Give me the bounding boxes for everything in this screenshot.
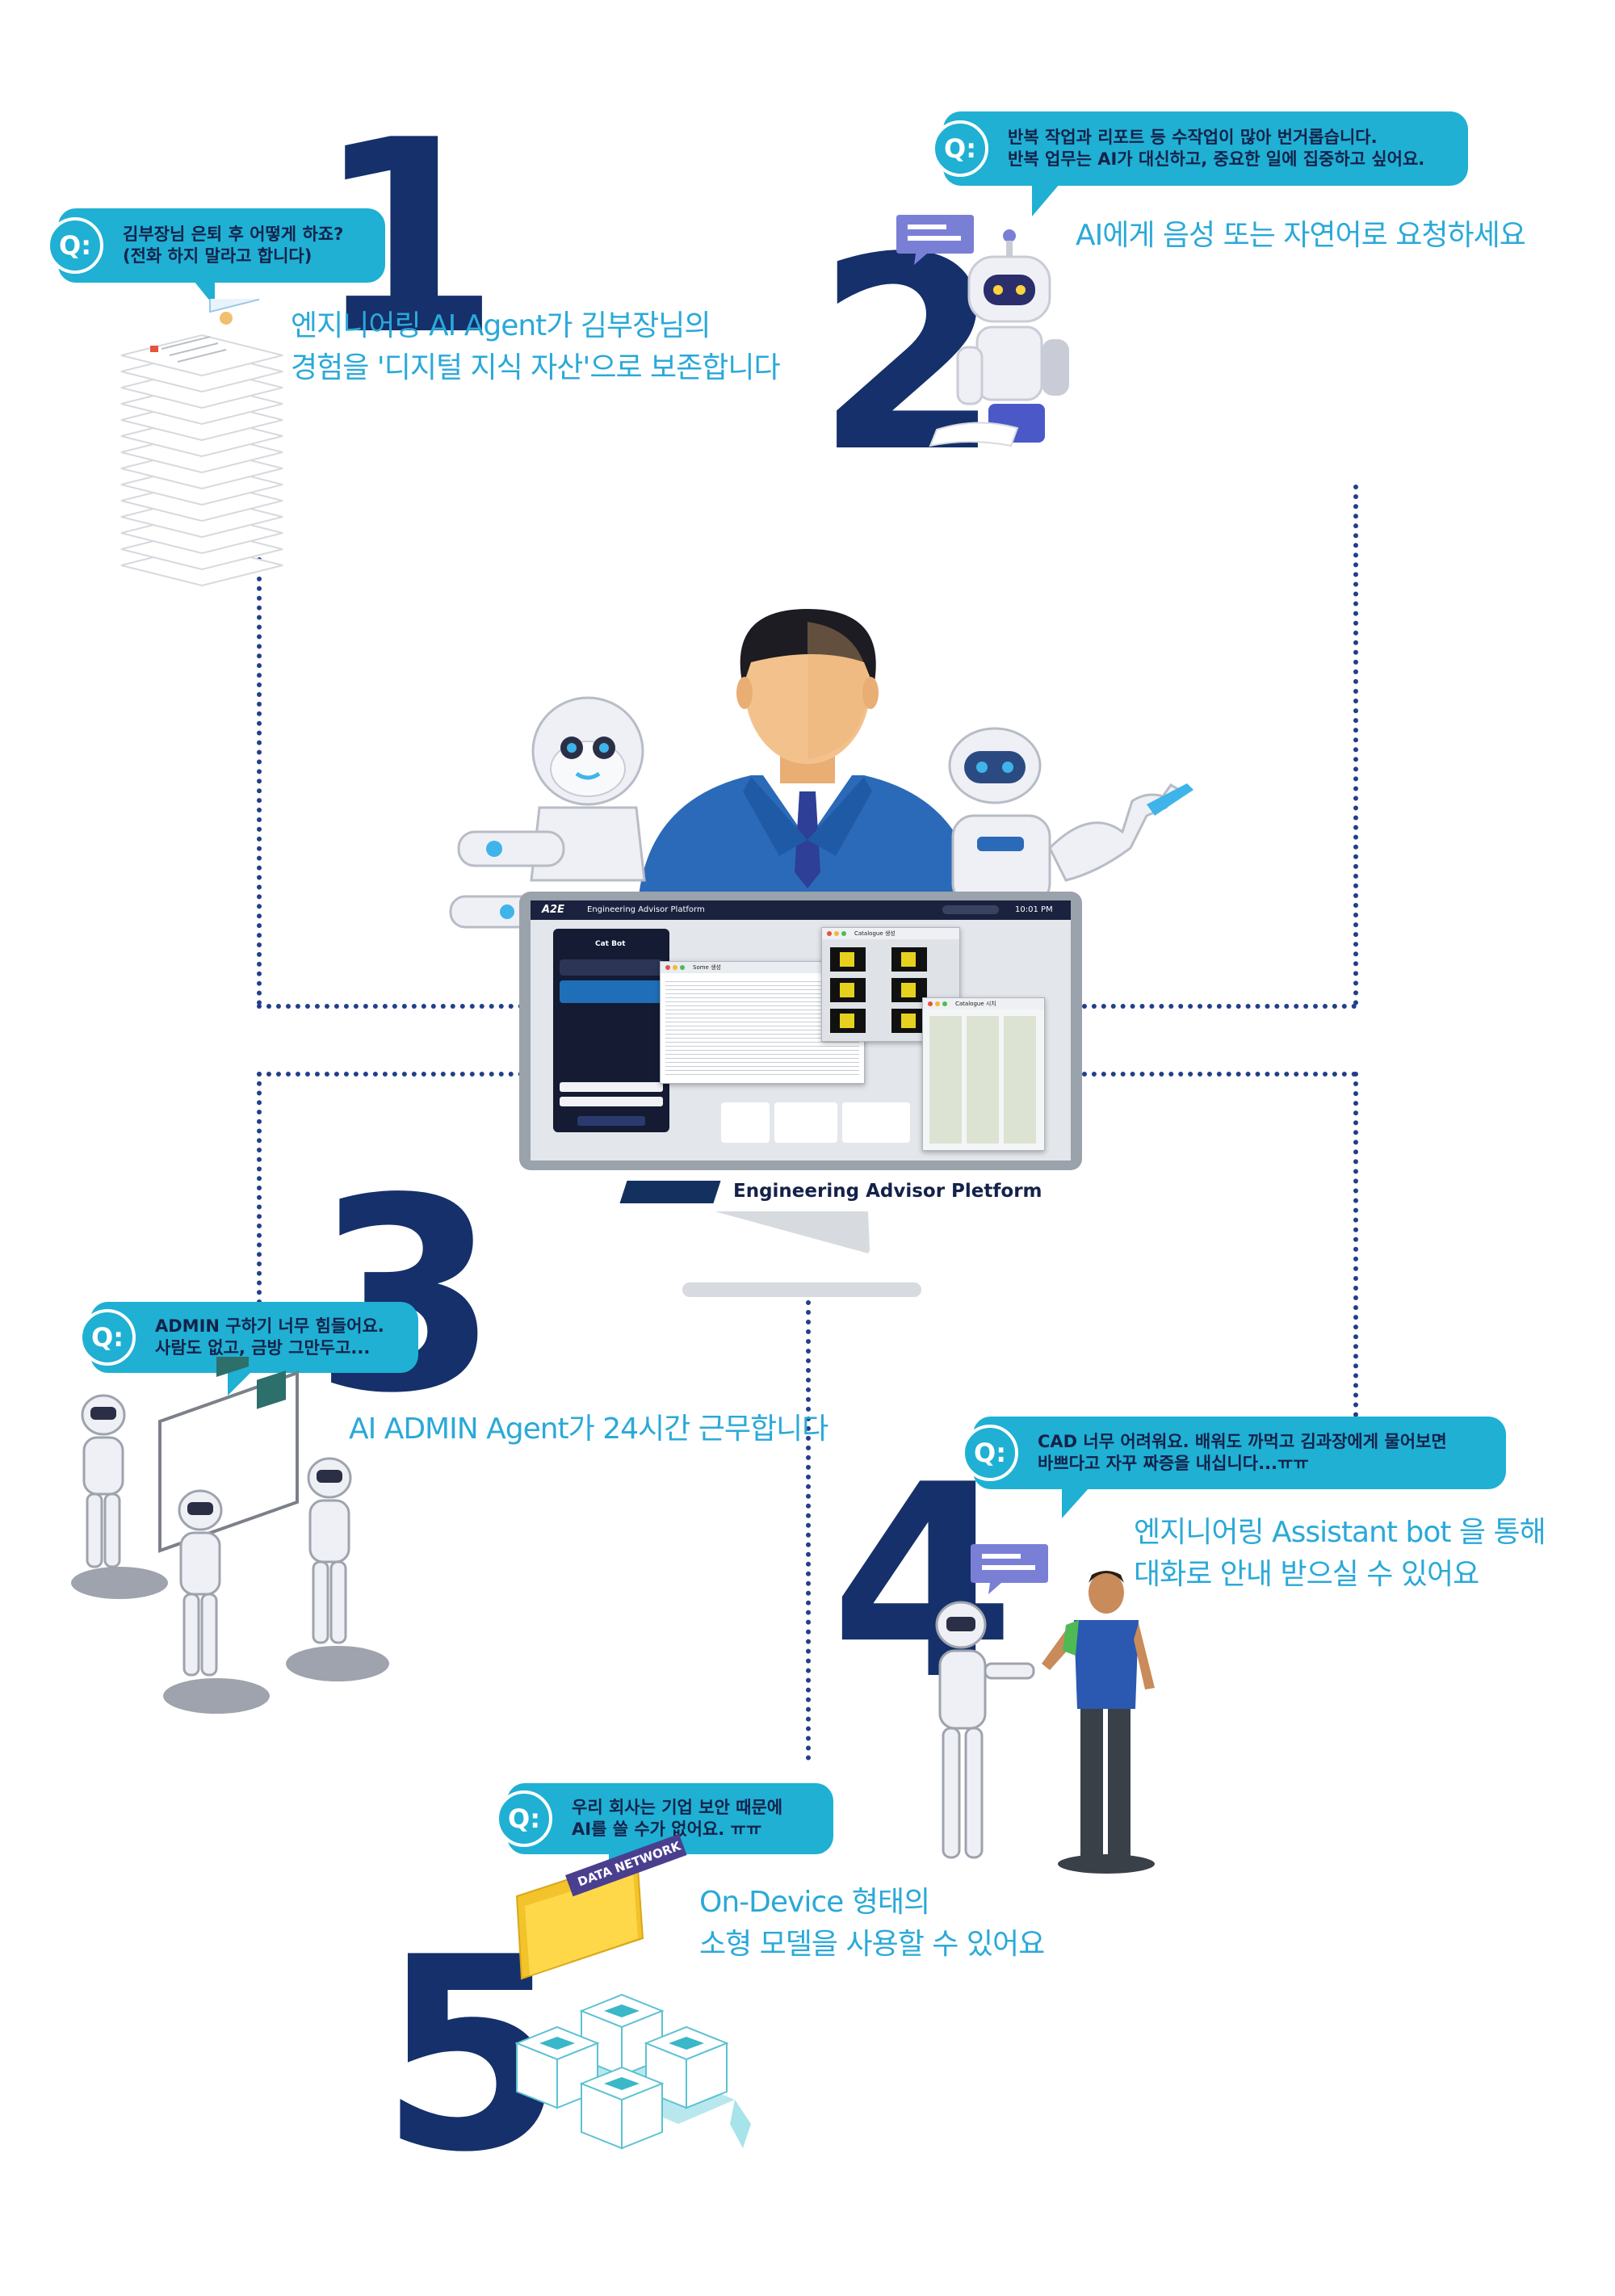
monitor-stand xyxy=(682,1211,921,1297)
question-bubble: Q: ADMIN 구하기 너무 힘들어요. 사람도 없고, 금방 그만두고... xyxy=(79,1302,418,1396)
connector-line xyxy=(257,1072,523,1077)
question-bubble: Q: CAD 너무 어려워요. 배워도 까먹고 김과장에게 물어보면 바쁘다고 … xyxy=(962,1417,1506,1518)
question-bubble: Q: 반복 작업과 리포트 등 수작업이 많아 번거롭습니다. 반복 업무는 A… xyxy=(932,111,1468,216)
app-logo: A2E xyxy=(542,904,564,916)
q-badge: Q: xyxy=(496,1790,552,1847)
part-grid xyxy=(929,1016,1038,1144)
dashboard-widget xyxy=(721,1102,770,1143)
chat-message xyxy=(560,959,663,976)
connector-line xyxy=(1082,1004,1357,1009)
dashboard-widget xyxy=(774,1102,837,1143)
robot-illustration xyxy=(449,696,646,929)
app-title-bar: A2E Engineering Advisor Platform 10:01 P… xyxy=(531,900,1071,920)
connector-line xyxy=(1082,1072,1357,1077)
answer-text: On-Device 형태의 소형 모델을 사용할 수 있어요 xyxy=(699,1886,1045,1961)
answer-text: 엔지니어링 Assistant bot 을 통해 대화로 안내 받으실 수 있어… xyxy=(1134,1516,1546,1591)
q-badge: Q: xyxy=(79,1309,136,1366)
maximize-dot-icon[interactable] xyxy=(680,965,685,970)
robot-illustration xyxy=(929,229,1069,447)
maximize-dot-icon[interactable] xyxy=(841,931,846,936)
chat-icon xyxy=(896,215,974,265)
window-title: Catalogue 생성 xyxy=(854,930,896,937)
question-bubble: Q: 김부장님 은퇴 후 어떻게 하죠? (전화 하지 말라고 합니다) xyxy=(47,208,385,307)
step-number: 3 xyxy=(313,1141,499,1451)
chat-icon xyxy=(971,1544,1048,1594)
close-dot-icon[interactable] xyxy=(665,965,670,970)
minimize-dot-icon[interactable] xyxy=(834,931,839,936)
connector-line xyxy=(257,1072,262,1314)
minimize-dot-icon[interactable] xyxy=(673,965,677,970)
window-title: Catalogue 시치 xyxy=(955,1001,996,1007)
question-text: 김부장님 은퇴 후 어떻게 하죠? (전화 하지 말라고 합니다) xyxy=(123,225,344,266)
question-text: CAD 너무 어려워요. 배워도 까먹고 김과장에게 물어보면 바쁘다고 자꾸 … xyxy=(1038,1432,1447,1473)
answer-text: AI에게 음성 또는 자연어로 요청하세요 xyxy=(1076,219,1526,252)
monitor-screen: A2E Engineering Advisor Platform 10:01 P… xyxy=(531,900,1071,1161)
connector-line xyxy=(257,557,262,1005)
chat-panel: Cat Bot xyxy=(553,929,669,1132)
close-dot-icon[interactable] xyxy=(827,931,832,936)
chat-send-button[interactable] xyxy=(577,1116,645,1126)
robot-and-person-illustration xyxy=(935,1571,1155,1874)
robot-illustration xyxy=(948,727,1193,906)
connector-line xyxy=(257,1004,523,1009)
q-badge: Q: xyxy=(962,1425,1018,1481)
bubble-tail xyxy=(1062,1488,1089,1518)
brand-logo xyxy=(619,1181,721,1203)
connector-line xyxy=(806,1300,811,1761)
window-title: Some 생성 xyxy=(693,964,721,971)
q-badge: Q: xyxy=(47,217,103,274)
document-stack-illustration xyxy=(120,299,283,587)
connector-line xyxy=(1353,485,1358,1005)
dashboard-widget xyxy=(842,1102,910,1143)
chat-input[interactable] xyxy=(560,1082,663,1092)
brand-caption: Engineering Advisor Pletform xyxy=(733,1181,1042,1202)
app-title: Engineering Advisor Platform xyxy=(587,905,705,914)
answer-text: 엔지니어링 AI Agent가 김부장님의 경험을 '디지털 지식 자산'으로 … xyxy=(291,309,781,384)
minimize-dot-icon[interactable] xyxy=(935,1001,940,1006)
chat-message xyxy=(560,980,663,1003)
question-text: 우리 회사는 기업 보안 때문에 AI를 쓸 수가 없어요. ㅠㅠ xyxy=(572,1798,783,1839)
clock: 10:01 PM xyxy=(1015,905,1053,914)
search-box[interactable] xyxy=(942,905,999,914)
catalogue-window: Catalogue 시치 xyxy=(922,997,1045,1151)
bubble-tail xyxy=(1032,184,1059,216)
admin-robots-illustration xyxy=(71,1357,389,1714)
data-network-illustration xyxy=(514,1867,751,2150)
maximize-dot-icon[interactable] xyxy=(942,1001,947,1006)
question-text: 반복 작업과 리포트 등 수작업이 많아 번거롭습니다. 반복 업무는 AI가 … xyxy=(1008,128,1425,169)
chat-title: Cat Bot xyxy=(595,940,626,948)
answer-text: AI ADMIN Agent가 24시간 근무합니다 xyxy=(349,1412,828,1446)
q-badge: Q: xyxy=(932,120,988,177)
question-text: ADMIN 구하기 너무 힘들어요. 사람도 없고, 금방 그만두고... xyxy=(155,1316,384,1358)
businessman-illustration xyxy=(638,609,977,905)
close-dot-icon[interactable] xyxy=(928,1001,933,1006)
connector-line xyxy=(1353,1072,1358,1427)
chat-input[interactable] xyxy=(560,1097,663,1106)
